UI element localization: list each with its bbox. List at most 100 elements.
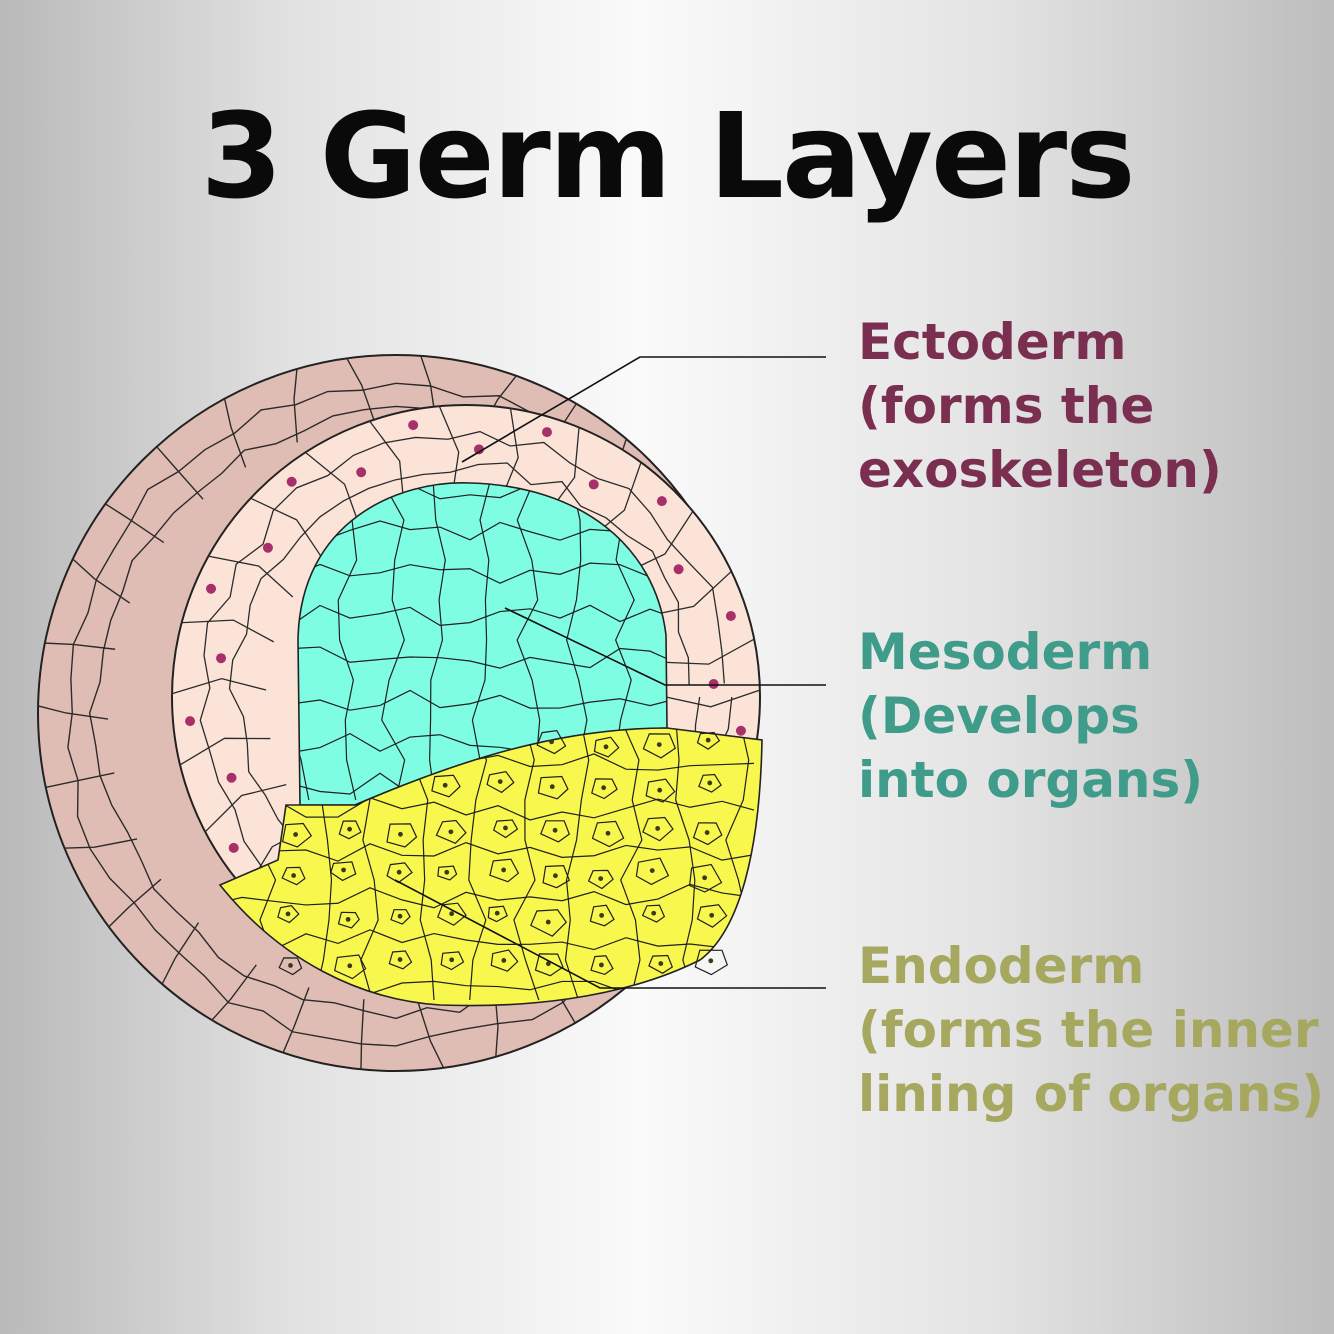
ectoderm-nucleus xyxy=(262,542,273,553)
page-title: 3 Germ Layers xyxy=(200,87,1136,225)
endoderm-nucleus-dot xyxy=(494,910,500,916)
cell-wall xyxy=(337,482,358,801)
endoderm-nucleus-dot xyxy=(449,911,455,917)
endoderm-nucleus-outline xyxy=(530,909,567,937)
cell-wall xyxy=(220,796,755,821)
endoderm-nucleus-outline xyxy=(330,861,357,882)
ectoderm-nucleus xyxy=(286,476,297,487)
endoderm-nucleus-dot xyxy=(707,780,713,786)
endoderm-nucleus-outline xyxy=(492,819,519,839)
endoderm-nucleus-dot xyxy=(657,787,663,793)
cell-wall xyxy=(160,922,200,987)
endoderm-nucleus-dot xyxy=(396,869,402,875)
endoderm-nucleus-dot xyxy=(501,958,507,963)
cell-wall xyxy=(106,878,162,929)
endoderm-nucleus-dot xyxy=(448,829,454,835)
endoderm-nucleus-outline xyxy=(281,822,313,848)
cell-wall xyxy=(281,987,310,1055)
cell-wall xyxy=(345,356,377,426)
endoderm-nucleus-dot xyxy=(708,958,714,964)
cell-wall xyxy=(38,704,109,720)
cell-wall xyxy=(299,446,361,528)
endoderm-nucleus-outline xyxy=(696,731,721,750)
endoderm-nucleus-dot xyxy=(503,825,508,831)
ectoderm-label: Ectoderm (forms the exoskeleton) xyxy=(858,310,1222,502)
endoderm-nucleus-dot xyxy=(599,912,605,918)
endoderm-nucleus-dot xyxy=(291,873,297,878)
endoderm-nucleus-outline xyxy=(534,953,564,977)
endoderm-nucleus-outline xyxy=(591,778,618,800)
endoderm-nucleus-dot xyxy=(598,962,604,968)
endoderm-nucleus-outline xyxy=(698,773,722,793)
endoderm-nucleus-outline xyxy=(487,905,508,923)
cell-wall xyxy=(465,728,488,1001)
cell-wall xyxy=(175,619,275,643)
endoderm-nucleus-outline xyxy=(437,902,467,926)
ectoderm-desc-line-2: exoskeleton) xyxy=(858,441,1222,499)
endoderm-nucleus-dot xyxy=(397,913,403,919)
endoderm-nucleus-dot xyxy=(552,827,558,833)
endoderm-nucleus-outline xyxy=(431,774,461,798)
endoderm-nucleus-outline xyxy=(281,866,306,886)
endoderm-nucleus-outline xyxy=(645,778,676,803)
cell-wall xyxy=(154,444,204,500)
cell-wall xyxy=(648,566,737,617)
endoderm-nucleus-dot xyxy=(598,876,604,882)
cell-wall xyxy=(416,999,446,1071)
endoderm-nucleus-dot xyxy=(501,867,507,873)
endoderm-nucleus-outline xyxy=(540,820,571,843)
cell-wall xyxy=(675,728,696,1001)
endoderm-nucleus-dot xyxy=(545,919,551,925)
cell-wall xyxy=(662,635,760,665)
endoderm-nucleus-dot xyxy=(293,832,299,837)
cell-wall xyxy=(220,841,755,862)
endoderm-nucleus-dot xyxy=(605,830,611,836)
ectoderm-nucleus xyxy=(725,611,736,622)
cell-wall xyxy=(210,964,257,1023)
endoderm-nucleus-dot xyxy=(347,826,352,832)
endoderm-nucleus-outline xyxy=(648,954,674,974)
ectoderm-nucleus xyxy=(708,679,719,690)
cell-wall xyxy=(293,366,298,443)
endoderm-name: Endoderm xyxy=(858,937,1145,995)
leader-lines xyxy=(394,356,826,989)
endoderm-nucleus-dot xyxy=(658,961,664,966)
ectoderm-desc-line-1: (forms the xyxy=(858,377,1155,435)
cell-wall xyxy=(220,929,755,951)
ectoderm-leader-line xyxy=(461,356,826,463)
endoderm-nucleus-outline xyxy=(696,904,728,928)
endoderm-nucleus-dot xyxy=(655,826,661,831)
mesoderm-desc-line-2: into organs) xyxy=(858,751,1204,809)
endoderm-nucleus-outline xyxy=(642,816,674,842)
endoderm-nucleus-dot xyxy=(603,744,609,750)
cell-wall xyxy=(429,482,446,801)
endoderm-nucleus-outline xyxy=(278,957,303,976)
endoderm-nucleus-outline xyxy=(542,864,571,889)
cell-wall xyxy=(298,562,667,584)
ectoderm-nucleus xyxy=(228,842,239,853)
mesoderm-label: Mesoderm (Develops into organs) xyxy=(858,620,1203,812)
ectoderm-nucleus xyxy=(673,564,684,575)
endoderm-nucleus-outline xyxy=(641,904,666,923)
endoderm-nucleus-outline xyxy=(338,820,362,840)
endoderm-nucleus-dot xyxy=(709,912,715,918)
endoderm-nucleus-outline xyxy=(277,905,300,924)
endoderm-nucleus-outline xyxy=(386,823,418,848)
endoderm-nucleus-outline xyxy=(591,820,625,848)
cell-wall xyxy=(172,677,267,697)
endoderm-nucleus-outline xyxy=(435,819,467,845)
cell-wall xyxy=(174,737,271,769)
cell-wall xyxy=(620,728,643,1001)
endoderm-nucleus-outline xyxy=(688,863,723,893)
endoderm-nucleus-dot xyxy=(656,742,662,747)
ectoderm-nucleus xyxy=(588,479,599,490)
ectoderm-nucleus xyxy=(356,467,367,478)
endoderm-nucleus-outline xyxy=(489,858,520,883)
cell-wall xyxy=(199,784,287,838)
cell-wall xyxy=(364,414,405,507)
ectoderm-nucleus xyxy=(408,420,419,431)
endoderm-nucleus-dot xyxy=(285,911,291,917)
endoderm-nucleus-outline xyxy=(486,771,515,794)
endoderm-nucleus-dot xyxy=(702,875,708,881)
cell-wall xyxy=(564,728,590,1001)
